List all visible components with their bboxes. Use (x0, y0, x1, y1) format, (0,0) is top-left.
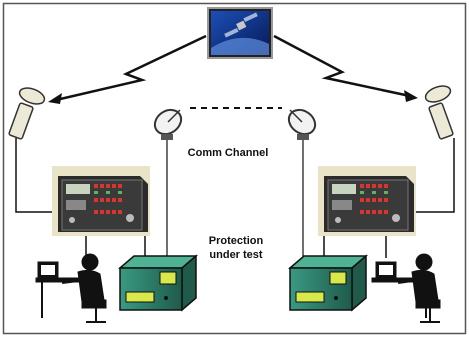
microwave-dish-icon (153, 108, 183, 140)
protection-label-line2: under test (209, 249, 263, 261)
microwave-dish-icon (287, 108, 317, 140)
operator-icon (371, 253, 441, 323)
diagram-frame (2, 2, 467, 335)
relay-icon (117, 254, 199, 312)
test-set-icon (318, 166, 416, 236)
gps-cable-left (15, 138, 56, 213)
protection-label-line1: Protection (209, 235, 264, 247)
gps-antenna-icon (8, 87, 46, 140)
satellite-link-left (48, 34, 207, 104)
relay-icon (287, 254, 369, 312)
operator-icon (35, 253, 107, 323)
satellite-link-right (273, 34, 418, 102)
test-set-icon (52, 166, 150, 236)
comm-channel-label: Comm Channel (188, 147, 269, 159)
gps-cable-right (414, 138, 455, 213)
gps-antenna-icon (424, 85, 454, 140)
satellite-icon (207, 7, 273, 59)
